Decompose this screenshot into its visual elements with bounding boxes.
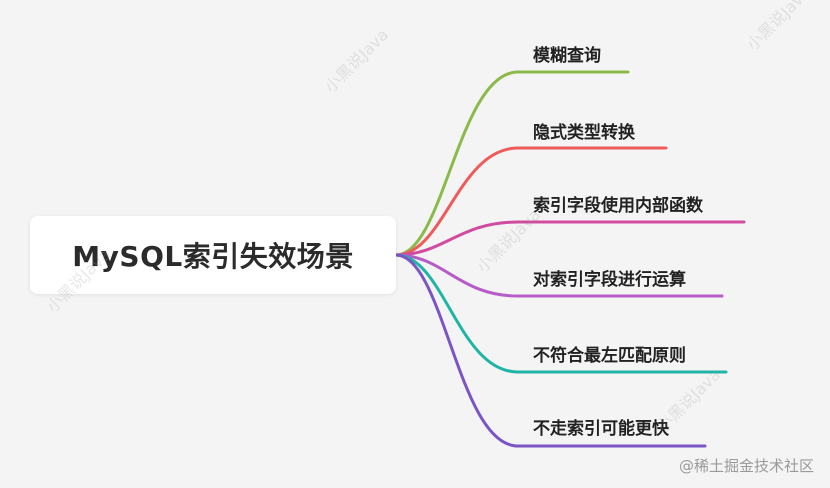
credit-text: @稀土掘金技术社区 <box>678 457 814 475</box>
connector-function-on-index <box>394 220 746 257</box>
connector-leftmost-prefix <box>394 253 728 374</box>
connector-fuzzy-query <box>394 70 630 257</box>
branch-label-leftmost-prefix[interactable]: 不符合最左匹配原则 <box>533 346 686 366</box>
root-node[interactable]: MySQL索引失效场景 <box>30 216 396 294</box>
connector-computation-on-index <box>394 253 724 298</box>
branch-label-implicit-conversion[interactable]: 隐式类型转换 <box>533 123 635 143</box>
root-node-label: MySQL索引失效场景 <box>72 240 354 273</box>
branch-label-function-on-index[interactable]: 索引字段使用内部函数 <box>533 196 703 216</box>
branch-label-fuzzy-query[interactable]: 模糊查询 <box>533 46 601 66</box>
connector-implicit-conversion <box>394 146 668 257</box>
branch-label-full-scan-faster[interactable]: 不走索引可能更快 <box>533 419 669 439</box>
connector-full-scan-faster <box>394 253 707 448</box>
branch-label-computation-on-index[interactable]: 对索引字段进行运算 <box>533 270 686 290</box>
